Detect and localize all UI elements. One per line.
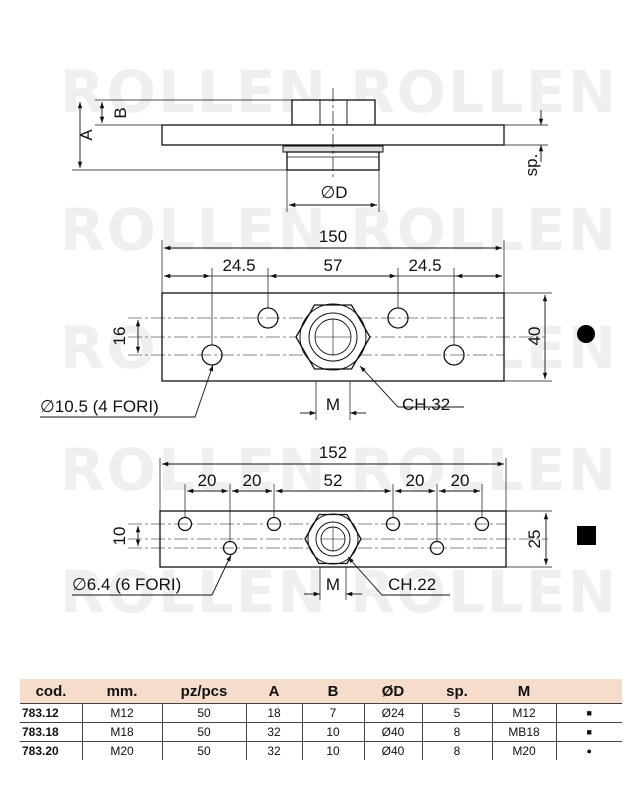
cell-m: MB18 xyxy=(491,722,556,742)
cell-pcs: 50 xyxy=(161,703,246,723)
watermark: ROLLEN xyxy=(350,58,618,126)
cell-b: 7 xyxy=(301,703,364,723)
col-header xyxy=(556,679,622,704)
cell-shape-icon: ■ xyxy=(555,722,622,742)
watermark: ROLLEN xyxy=(60,196,328,264)
plate40-right-offset: 24.5 xyxy=(408,256,441,275)
watermark: ROLLEN xyxy=(350,196,618,264)
plate40-row-spacing: 16 xyxy=(110,327,129,346)
plate-25-view xyxy=(72,458,552,600)
table-row: 783.18 M18 50 32 10 Ø40 8 MB18 ■ xyxy=(20,722,622,742)
dim-D-label: ∅D xyxy=(320,183,347,202)
table-row: 783.12 M12 50 18 7 Ø24 5 M12 ■ xyxy=(20,703,622,723)
plate25-d1: 20 xyxy=(198,471,217,490)
col-header: cod. xyxy=(20,679,82,704)
watermark: ROLLEN xyxy=(350,558,618,626)
plate25-hex: CH.22 xyxy=(388,575,436,594)
cell-sp: 8 xyxy=(421,722,492,742)
dim-A-label: A xyxy=(77,129,96,141)
plate40-center-span: 57 xyxy=(324,256,343,275)
plate40-height: 40 xyxy=(525,327,544,346)
watermark: ROLLEN xyxy=(60,558,328,626)
cell-mm: M12 xyxy=(81,703,162,723)
cell-d: Ø40 xyxy=(363,722,422,742)
mount-hole xyxy=(177,516,193,532)
col-header: B xyxy=(302,679,364,704)
plate25-hole-note: ∅6.4 (6 FORI) xyxy=(72,575,181,594)
technical-drawing: ROLLEN ROLLEN ROLLEN ROLLEN ROLLEN ROLLE… xyxy=(40,58,618,626)
plate-40-view xyxy=(40,240,552,420)
cell-mm: M18 xyxy=(81,722,162,742)
cell-a: 18 xyxy=(245,703,302,723)
col-header: mm. xyxy=(82,679,162,704)
col-header: ØD xyxy=(364,679,422,704)
plate40-overall: 150 xyxy=(319,227,347,246)
col-header: M xyxy=(492,679,556,704)
plate25-d2: 20 xyxy=(243,471,262,490)
round-symbol-icon xyxy=(577,325,595,343)
plate40-hex: CH.32 xyxy=(402,395,450,414)
col-header: A xyxy=(246,679,302,704)
cell-pcs: 50 xyxy=(161,741,246,760)
cell-code: 783.12 xyxy=(20,703,82,723)
plate40-hole-note: ∅10.5 (4 FORI) xyxy=(40,397,159,416)
table-header-row: cod. mm. pz/pcs A B ØD sp. M xyxy=(20,679,622,704)
mount-hole xyxy=(266,516,282,532)
cell-code: 783.18 xyxy=(20,722,82,742)
cell-shape-icon: ● xyxy=(555,741,622,760)
plate40-thread: M xyxy=(326,395,340,414)
cell-shape-icon: ■ xyxy=(555,703,622,723)
table-row: 783.20 M20 50 32 10 Ø40 8 M20 ● xyxy=(20,741,622,760)
side-view xyxy=(72,88,548,212)
plate25-d3: 20 xyxy=(406,471,425,490)
plate25-center-span: 52 xyxy=(324,471,343,490)
square-symbol-icon xyxy=(577,526,596,545)
plate25-height: 25 xyxy=(525,530,544,549)
mount-hole xyxy=(222,540,238,556)
mount-hole xyxy=(429,540,445,556)
col-header: sp. xyxy=(422,679,492,704)
plate40-left-offset: 24.5 xyxy=(222,256,255,275)
plate25-d4: 20 xyxy=(451,471,470,490)
watermark: ROLLEN xyxy=(60,436,328,504)
plate25-thread: M xyxy=(326,575,340,594)
cell-sp: 5 xyxy=(421,703,492,723)
watermark: ROLLEN xyxy=(60,58,328,126)
dim-B-label: B xyxy=(111,107,130,118)
cell-b: 10 xyxy=(301,741,364,760)
plate25-row-spacing: 10 xyxy=(110,527,129,546)
mount-hole xyxy=(474,516,490,532)
cell-sp: 8 xyxy=(421,741,492,760)
cell-a: 32 xyxy=(245,741,302,760)
mount-hole xyxy=(385,516,401,532)
cell-d: Ø40 xyxy=(363,741,422,760)
cell-b: 10 xyxy=(301,722,364,742)
cell-m: M12 xyxy=(491,703,556,723)
spec-table: cod. mm. pz/pcs A B ØD sp. M 783.12 M12 … xyxy=(20,679,622,760)
cell-d: Ø24 xyxy=(363,703,422,723)
nut-side xyxy=(291,99,376,126)
cell-mm: M20 xyxy=(81,741,162,760)
dim-sp-label: sp. xyxy=(522,154,541,177)
cell-code: 783.20 xyxy=(22,744,59,758)
plate25-overall: 152 xyxy=(319,443,347,462)
col-header: pz/pcs xyxy=(162,679,246,704)
watermark: ROLLEN xyxy=(350,436,618,504)
cell-m: M20 xyxy=(491,741,556,760)
cell-pcs: 50 xyxy=(161,722,246,742)
cell-a: 32 xyxy=(245,722,302,742)
